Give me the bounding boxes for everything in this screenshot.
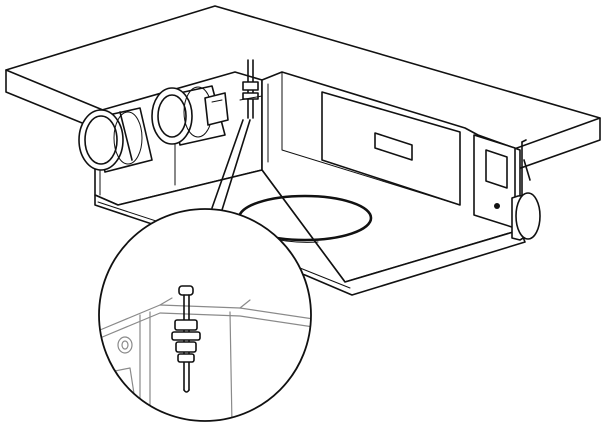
duct-collar-right <box>151 85 229 146</box>
callout-leader <box>211 119 251 211</box>
side-duct <box>511 192 541 241</box>
duct-collar-left <box>78 107 153 173</box>
front-panel <box>321 91 461 206</box>
hanger-rod <box>239 59 263 119</box>
magnified-callout <box>98 208 312 422</box>
